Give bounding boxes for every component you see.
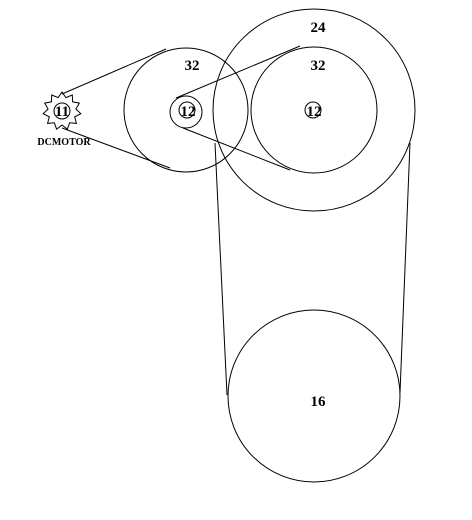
gear-12-right-label: 12 (307, 104, 322, 120)
belt-output-right (399, 142, 411, 394)
belt-output-left (214, 142, 228, 396)
gear-24-label: 24 (311, 20, 327, 36)
gear-24-outer (212, 8, 416, 212)
pinion-teeth-outline (42, 91, 82, 131)
gear-32-right (250, 46, 378, 174)
belt-motor-lower (61, 127, 171, 169)
gear-16-output (227, 309, 401, 483)
gear-32-left (123, 47, 249, 173)
gear-12-left (169, 95, 203, 129)
pinion-hub (53, 102, 71, 120)
gear-32-right-label: 32 (311, 58, 326, 74)
dc-motor-pinion (42, 91, 82, 131)
gear-12-left-hub (178, 101, 196, 119)
gear-16-label: 16 (311, 394, 327, 410)
gear-12-left-label: 12 (181, 104, 196, 120)
motor-teeth-label: 11 (55, 104, 69, 120)
belt-mid-lower (182, 127, 291, 171)
gear-32-left-label: 32 (185, 58, 200, 74)
belt-mid-upper (175, 45, 301, 99)
gear-12-right-hub (304, 101, 322, 119)
belt-motor-upper (61, 48, 167, 95)
motor-label: DCMOTOR (37, 137, 91, 148)
